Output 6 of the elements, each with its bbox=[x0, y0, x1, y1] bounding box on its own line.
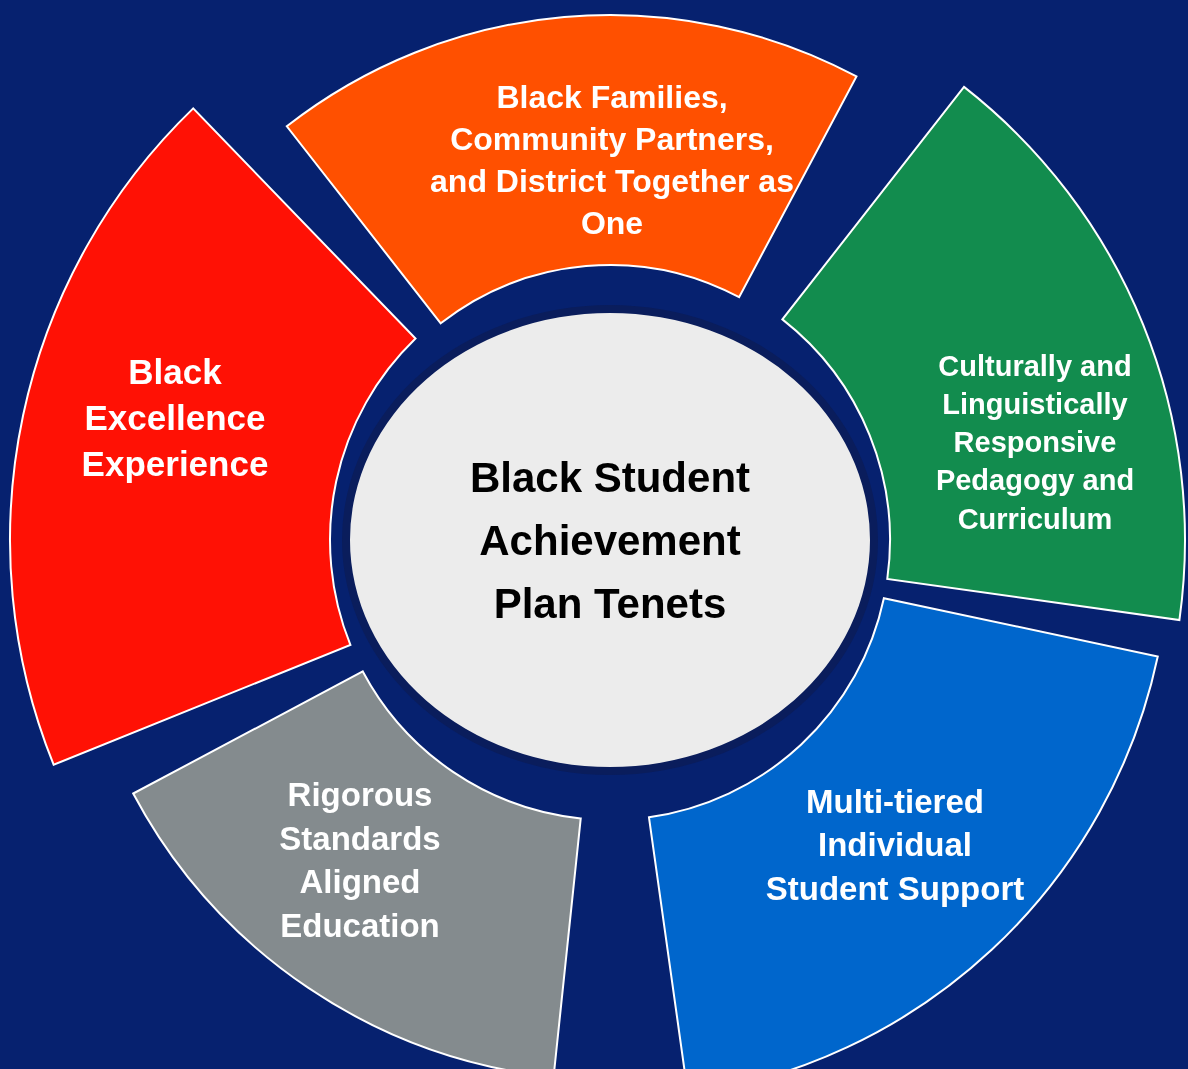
segment-label: Black Excellence Experience bbox=[80, 350, 270, 485]
segment-label: Rigorous Standards Aligned Education bbox=[278, 775, 442, 946]
segment-label: Black Families, Community Partners, and District Together as One bbox=[429, 77, 795, 244]
segment-label: Culturally and Linguistically Responsive Pedagogy and Curriculum bbox=[934, 348, 1136, 537]
segment-label: Multi-tiered Individual Student Support bbox=[765, 781, 1025, 909]
center-title: Black Student Achievement Plan Tenets bbox=[468, 452, 752, 629]
